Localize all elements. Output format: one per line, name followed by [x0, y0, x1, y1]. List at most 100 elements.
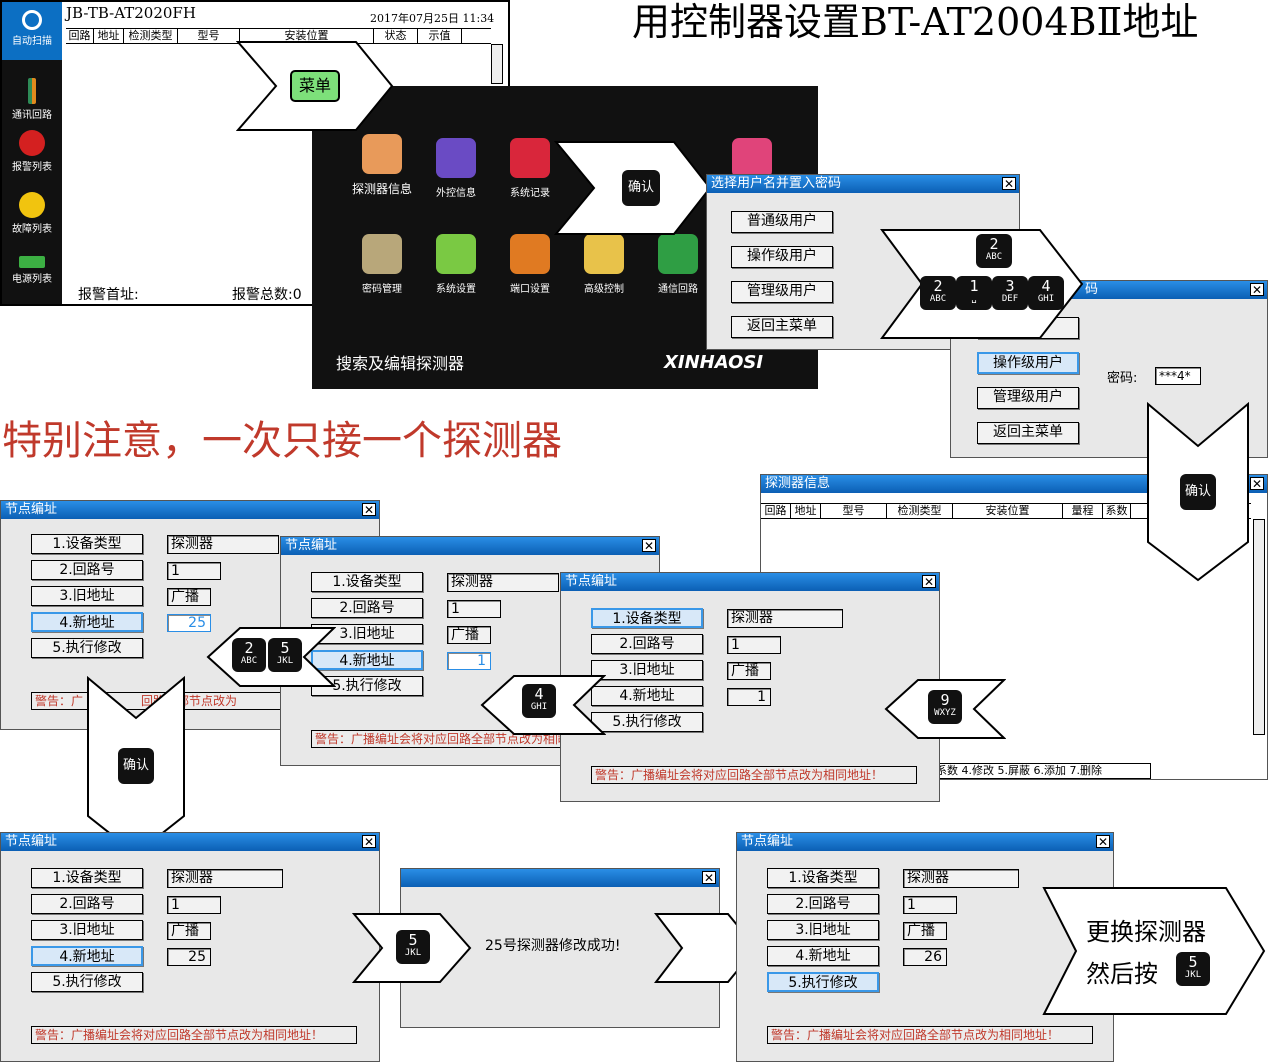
menu-footer: 搜索及编辑探测器: [336, 354, 465, 373]
loop-number-button[interactable]: 2.回路号: [767, 894, 879, 914]
node-window-e: 节点编址✕ 1.设备类型 2.回路号 3.旧地址 4.新地址 5.执行修改 探测…: [736, 832, 1114, 1062]
loop-field[interactable]: 1: [167, 562, 221, 580]
loop-field[interactable]: 1: [447, 600, 501, 618]
sidebar-item-alarm-list[interactable]: 报警列表: [2, 130, 62, 180]
confirm-key[interactable]: 确认: [622, 170, 660, 206]
close-icon[interactable]: ✕: [362, 835, 376, 849]
menu-item-advanced[interactable]: 高级控制: [572, 234, 636, 295]
confirm-key-3[interactable]: 确认: [118, 748, 154, 784]
close-icon[interactable]: ✕: [922, 575, 936, 589]
user-normal-button[interactable]: 普通级用户: [731, 211, 833, 233]
old-address-button[interactable]: 3.旧地址: [591, 660, 703, 680]
old-address-field[interactable]: 广播: [727, 662, 771, 680]
device-type-field[interactable]: 探测器: [167, 535, 279, 554]
final-line1: 更换探测器: [1086, 918, 1206, 946]
new-address-field[interactable]: 1: [727, 688, 771, 706]
new-address-button[interactable]: 4.新地址: [31, 946, 143, 966]
menu-key[interactable]: 菜单: [290, 70, 340, 102]
menu-item-port-settings[interactable]: 端口设置: [498, 234, 562, 295]
back-to-menu-button-2[interactable]: 返回主菜单: [977, 422, 1079, 444]
loop-number-button[interactable]: 2.回路号: [311, 598, 423, 618]
device-type-field[interactable]: 探测器: [447, 573, 559, 592]
menu-item-system-settings[interactable]: 系统设置: [424, 234, 488, 295]
execute-button[interactable]: 5.执行修改: [31, 972, 143, 992]
menu-item-detector-info[interactable]: 探测器信息: [346, 134, 418, 197]
loop-field[interactable]: 1: [727, 636, 781, 654]
new-address-field[interactable]: 25: [167, 948, 211, 966]
loop-field[interactable]: 1: [903, 896, 957, 914]
menu-item-comm-loop[interactable]: 通信回路: [646, 234, 710, 295]
old-address-button[interactable]: 3.旧地址: [31, 586, 143, 606]
device-type-button[interactable]: 1.设备类型: [767, 868, 879, 888]
back-to-menu-button[interactable]: 返回主菜单: [731, 316, 833, 338]
execute-button[interactable]: 5.执行修改: [591, 712, 703, 732]
sidebar-item-comm-loop[interactable]: 通讯回路: [2, 68, 62, 121]
user-admin-button[interactable]: 管理级用户: [731, 281, 833, 303]
device-type-button[interactable]: 1.设备类型: [591, 608, 703, 628]
user-operator-button[interactable]: 操作级用户: [731, 246, 833, 268]
user-admin-button-2[interactable]: 管理级用户: [977, 387, 1079, 409]
sidebar-item-auto-scan[interactable]: 自动扫描: [2, 2, 62, 60]
old-address-field[interactable]: 广播: [447, 626, 491, 644]
close-icon[interactable]: ✕: [1250, 477, 1264, 491]
old-address-field[interactable]: 广播: [167, 922, 211, 940]
new-address-field[interactable]: 25: [167, 614, 211, 632]
loop-number-button[interactable]: 2.回路号: [591, 634, 703, 654]
scrollbar[interactable]: [491, 44, 503, 84]
old-address-field[interactable]: 广播: [167, 588, 211, 606]
arrow-right-plain: [654, 913, 758, 983]
new-address-button[interactable]: 4.新地址: [591, 686, 703, 706]
close-icon[interactable]: ✕: [1096, 835, 1110, 849]
close-icon[interactable]: ✕: [702, 871, 716, 885]
new-address-button[interactable]: 4.新地址: [311, 650, 423, 670]
new-address-field[interactable]: 1: [447, 652, 491, 670]
old-address-button[interactable]: 3.旧地址: [311, 624, 423, 644]
menu-item-password[interactable]: 密码管理: [350, 234, 414, 295]
close-icon[interactable]: ✕: [1250, 283, 1264, 297]
device-type-button[interactable]: 1.设备类型: [31, 534, 143, 554]
device-type-field[interactable]: 探测器: [167, 869, 283, 888]
device-type-button[interactable]: 1.设备类型: [31, 868, 143, 888]
password-field[interactable]: ***4*: [1155, 367, 1201, 385]
sidebar-item-fault-list[interactable]: 故障列表: [2, 192, 62, 242]
execute-button[interactable]: 5.执行修改: [31, 638, 143, 658]
execute-button[interactable]: 5.执行修改: [767, 972, 879, 992]
sidebar-item-power-list[interactable]: 电源列表: [2, 256, 62, 296]
node-b-titlebar: 节点编址✕: [281, 537, 659, 555]
new-address-button[interactable]: 4.新地址: [767, 946, 879, 966]
close-icon[interactable]: ✕: [642, 539, 656, 553]
node-window-d: 节点编址✕ 1.设备类型 2.回路号 3.旧地址 4.新地址 5.执行修改 探测…: [0, 832, 380, 1062]
detector-info-icon: [362, 134, 402, 174]
loop-number-button[interactable]: 2.回路号: [31, 560, 143, 580]
old-address-field[interactable]: 广播: [903, 922, 947, 940]
old-address-button[interactable]: 3.旧地址: [767, 920, 879, 940]
old-address-button[interactable]: 3.旧地址: [31, 920, 143, 940]
info-scrollbar[interactable]: [1253, 519, 1265, 735]
loop-number-button[interactable]: 2.回路号: [31, 894, 143, 914]
confirm-key-2[interactable]: 确认: [1180, 474, 1216, 510]
close-icon[interactable]: ✕: [362, 503, 376, 517]
menu-item-search[interactable]: [720, 138, 784, 184]
loop-field[interactable]: 1: [167, 896, 221, 914]
device-type-field[interactable]: 探测器: [903, 869, 1019, 888]
info-titlebar: 探测器信息✕: [761, 475, 1267, 493]
user-operator-button-selected[interactable]: 操作级用户: [977, 352, 1079, 374]
key-1[interactable]: 1␣: [956, 276, 992, 310]
close-icon[interactable]: ✕: [1002, 177, 1016, 191]
device-type-button[interactable]: 1.设备类型: [311, 572, 423, 592]
menu-item-system-log[interactable]: 系统记录: [498, 138, 562, 199]
menu-item-external-control[interactable]: 外控信息: [424, 138, 488, 199]
new-address-button[interactable]: 4.新地址: [31, 612, 143, 632]
device-type-field[interactable]: 探测器: [727, 609, 843, 628]
new-address-field[interactable]: 26: [903, 948, 947, 966]
